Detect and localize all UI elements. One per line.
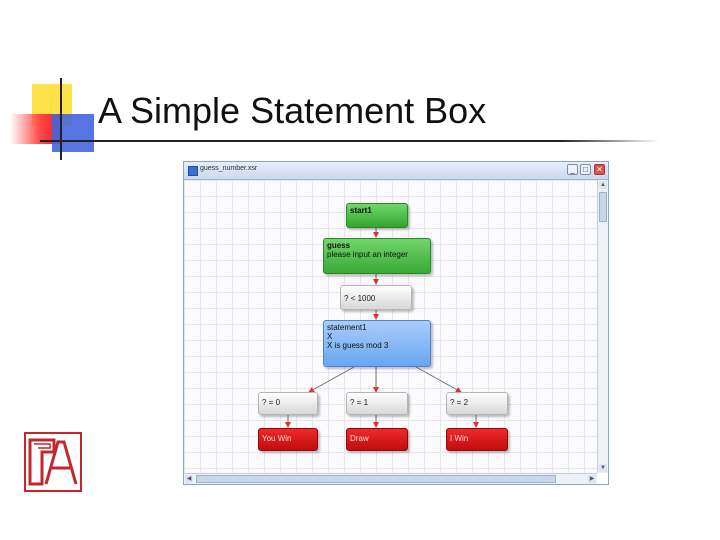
horizontal-scrollbar[interactable]: ◀ ▶ — [184, 473, 597, 484]
start-node[interactable]: start1 — [346, 203, 408, 228]
app-icon — [188, 166, 198, 176]
title-underline — [40, 140, 660, 142]
branch-condition-node[interactable]: ? = 1 — [346, 392, 408, 415]
decor-vertical-line — [60, 78, 62, 160]
branch-condition-text: ? = 0 — [262, 398, 281, 407]
scroll-up-icon[interactable]: ▲ — [599, 181, 607, 189]
minimize-button[interactable]: _ — [567, 164, 578, 175]
scroll-down-icon[interactable]: ▼ — [599, 464, 607, 472]
statement-node-name: statement1 — [327, 323, 367, 332]
edge-statement-branch0 — [308, 366, 355, 393]
window-titlebar[interactable]: guess_number.xsr _ □ ✕ — [184, 162, 608, 180]
statement-node-var: X — [327, 332, 333, 341]
title-underline-fade — [560, 140, 660, 142]
branch-condition-text: ? = 1 — [350, 398, 369, 407]
vertical-scrollbar[interactable]: ▲ ▼ — [597, 180, 608, 473]
window-title: guess_number.xsr — [200, 165, 258, 172]
result-node[interactable]: Draw — [346, 428, 408, 451]
condition-node-text: ? < 1000 — [344, 294, 376, 303]
result-text: You Win — [262, 434, 292, 443]
branch-condition-text: ? = 2 — [450, 398, 469, 407]
slide-title: A Simple Statement Box — [98, 90, 487, 131]
flowchart-canvas[interactable]: start1 guess please input an integer ? <… — [184, 180, 597, 473]
input-node-name: guess — [327, 241, 351, 250]
decor-blue-square — [52, 114, 94, 152]
scroll-left-icon[interactable]: ◀ — [185, 475, 193, 483]
edge-statement-branch2 — [415, 366, 462, 393]
flowchart-edges — [285, 228, 479, 428]
result-text: Draw — [350, 434, 369, 443]
statement-node-expr: X is guess mod 3 — [327, 341, 389, 350]
statement-node[interactable]: statement1 X X is guess mod 3 — [323, 320, 431, 367]
condition-node[interactable]: ? < 1000 — [340, 285, 412, 310]
start-node-name: start1 — [350, 206, 372, 215]
result-node[interactable]: I Win — [446, 428, 508, 451]
maximize-button[interactable]: □ — [580, 164, 591, 175]
input-node[interactable]: guess please input an integer — [323, 238, 431, 274]
branch-condition-node[interactable]: ? = 0 — [258, 392, 318, 415]
app-window: guess_number.xsr _ □ ✕ start1 guess — [183, 161, 609, 485]
branch-condition-node[interactable]: ? = 2 — [446, 392, 508, 415]
scroll-right-icon[interactable]: ▶ — [588, 475, 596, 483]
result-node[interactable]: You Win — [258, 428, 318, 451]
close-button[interactable]: ✕ — [594, 164, 605, 175]
result-text: I Win — [450, 434, 469, 443]
logo-icon — [24, 432, 82, 492]
decor-red-bar — [10, 114, 60, 144]
vertical-scroll-thumb[interactable] — [599, 192, 607, 222]
input-node-text: please input an integer — [327, 250, 408, 259]
horizontal-scroll-thumb[interactable] — [196, 475, 556, 483]
